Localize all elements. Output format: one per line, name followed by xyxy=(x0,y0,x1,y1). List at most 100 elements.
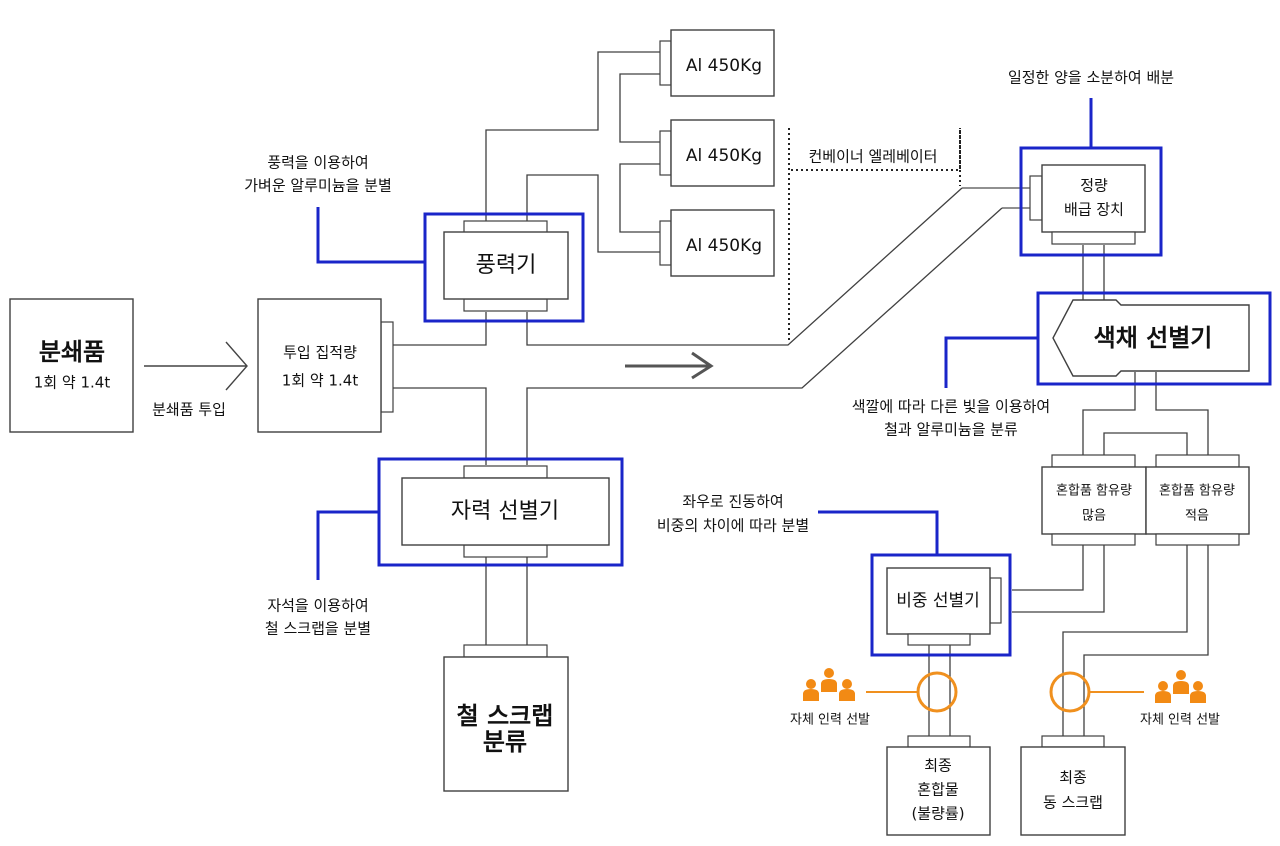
mix-high-line1: 혼합품 함유량 xyxy=(1056,484,1132,499)
pipe-crossover xyxy=(1103,432,1188,455)
mix-high-outlet xyxy=(1051,533,1136,546)
pipe-high-to-gravity-2 xyxy=(1012,543,1105,613)
pipe-wind-to-al1 xyxy=(485,51,660,222)
pipe-wind-to-al3 xyxy=(526,174,660,253)
feeder-outlet xyxy=(1051,231,1136,245)
final-copper-line1: 최종 xyxy=(1059,769,1087,787)
iron-line1: 철 스크랩 xyxy=(457,702,554,730)
al-bin-box xyxy=(670,209,775,277)
final-copper-inlet xyxy=(1041,735,1105,748)
wind-highlight xyxy=(423,212,585,323)
al-bin-box xyxy=(670,29,775,97)
mix-high-line2: 많음 xyxy=(1082,509,1106,524)
feeder: 정량 배급 장치 일정한 양을 소분하여 배분 xyxy=(1008,69,1174,257)
input-title: 분쇄품 xyxy=(39,338,105,366)
feeder-line2: 배급 장치 xyxy=(1064,201,1124,219)
gravity-label: 비중 선별기 xyxy=(896,591,980,611)
hopper-block: 투입 집적량 1회 약 1.4t xyxy=(257,298,394,433)
final-copper-line2: 동 스크랩 xyxy=(1043,794,1103,812)
al-bin-inlet xyxy=(659,220,672,266)
wind-note2: 가벼운 알루미늄을 분별 xyxy=(244,177,392,195)
color-callout-line xyxy=(944,336,1038,388)
pipe-high-to-gravity-1 xyxy=(1012,543,1084,591)
conveyor-label: 컨베이너 엘레베이터 xyxy=(809,148,938,166)
magnet-inlet xyxy=(463,465,548,479)
gravity-box xyxy=(886,567,991,635)
wind-outlet xyxy=(463,298,548,312)
magnet-outlet xyxy=(463,544,548,558)
final-mix-box xyxy=(886,746,991,836)
manual-sort-right: 자체 인력 선발 xyxy=(1049,670,1220,728)
feeder-note: 일정한 양을 소분하여 배분 xyxy=(1008,69,1174,87)
mix-low-line1: 혼합품 함유량 xyxy=(1159,484,1235,499)
arrow-right-icon xyxy=(144,341,248,391)
iron-box xyxy=(443,656,569,792)
final-mix-line2: 혼합물 xyxy=(917,781,958,799)
color-box xyxy=(1052,299,1250,377)
gravity-inlet xyxy=(989,577,1002,624)
color-note2: 철과 알루미늄을 분류 xyxy=(884,421,1018,439)
wind-box xyxy=(443,231,569,300)
al-bin: Al 450Kg xyxy=(659,119,775,187)
final-mixture-block: 최종 혼합물 (불량률) xyxy=(886,735,991,836)
manual-sort-ring xyxy=(1049,671,1091,713)
gravity-separator: 비중 선별기 좌우로 진동하여 비중의 차이에 따라 분별 xyxy=(657,493,1012,657)
magnet-note1: 자석을 이용하여 xyxy=(267,597,368,615)
gravity-highlight xyxy=(870,553,1012,657)
al-bin-label: Al 450Kg xyxy=(686,56,762,76)
connector-lines xyxy=(392,51,1209,737)
al-bin-label: Al 450Kg xyxy=(686,236,762,256)
mix-low-box xyxy=(1145,466,1250,535)
pipe-hopper-to-wind xyxy=(392,312,487,346)
magnet-box xyxy=(401,477,610,546)
al-bin: Al 450Kg xyxy=(659,29,775,97)
input-arrow: 분쇄품 투입 xyxy=(144,341,248,419)
hopper-line1: 투입 집적량 xyxy=(283,344,357,362)
iron-scrap-block: 철 스크랩 분류 xyxy=(443,644,569,792)
gravity-outlet xyxy=(907,633,971,646)
final-mix-inlet xyxy=(907,735,971,748)
pipe-trunk-bottom xyxy=(526,207,1003,465)
mix-low-line2: 적음 xyxy=(1185,509,1209,524)
magnet-callout-line xyxy=(316,510,379,580)
wind-label: 풍력기 xyxy=(476,253,537,278)
people-icon xyxy=(803,668,855,701)
pipe-low-to-copper-2 xyxy=(1083,543,1209,737)
magnet-note2: 철 스크랩을 분별 xyxy=(265,620,371,638)
input-block: 분쇄품 1회 약 1.4t xyxy=(9,298,134,433)
al-bin-inlet xyxy=(659,130,672,176)
pipe-al1-to-al2 xyxy=(619,73,660,143)
manual-sort-right-label: 자체 인력 선발 xyxy=(1140,713,1220,728)
color-note1: 색깔에 따라 다른 빛을 이용하여 xyxy=(852,398,1050,416)
wind-callout-line xyxy=(316,207,425,264)
people-icon xyxy=(1155,670,1206,703)
al-bin-label: Al 450Kg xyxy=(686,146,762,166)
feeder-inlet xyxy=(1029,175,1043,221)
final-copper-block: 최종 동 스크랩 xyxy=(1020,735,1126,836)
flow-arrow-icon xyxy=(625,351,714,380)
al-bin-inlet xyxy=(659,40,672,86)
hopper-outlet xyxy=(380,321,394,413)
pipe-color-to-low xyxy=(1155,372,1209,455)
gravity-note1: 좌우로 진동하여 xyxy=(682,493,783,511)
magnet-label: 자력 선별기 xyxy=(451,499,559,524)
wind-inlet xyxy=(463,220,548,234)
mix-high-box xyxy=(1041,466,1147,535)
mix-low-inlet xyxy=(1155,454,1240,468)
wind-note1: 풍력을 이용하여 xyxy=(267,154,368,172)
mix-low-block: 혼합품 함유량 적음 xyxy=(1145,454,1250,546)
pipe-hopper-to-magnet xyxy=(392,387,487,465)
mix-high-block: 혼합품 함유량 많음 xyxy=(1041,454,1147,546)
iron-line2: 분류 xyxy=(483,728,527,756)
gravity-callout-line xyxy=(818,510,939,555)
iron-inlet xyxy=(463,644,548,658)
color-label: 색채 선별기 xyxy=(1094,324,1213,352)
pipe-low-to-copper-1 xyxy=(1062,543,1188,737)
pipe-trunk-top xyxy=(526,187,963,346)
hopper-line2: 1회 약 1.4t xyxy=(282,372,359,390)
wind-separator: 풍력기 풍력을 이용하여 가벼운 알루미늄을 분별 xyxy=(244,154,585,323)
al-bin-box xyxy=(670,119,775,187)
manual-sort-left: 자체 인력 선발 xyxy=(790,668,958,728)
mix-high-inlet xyxy=(1051,454,1136,468)
